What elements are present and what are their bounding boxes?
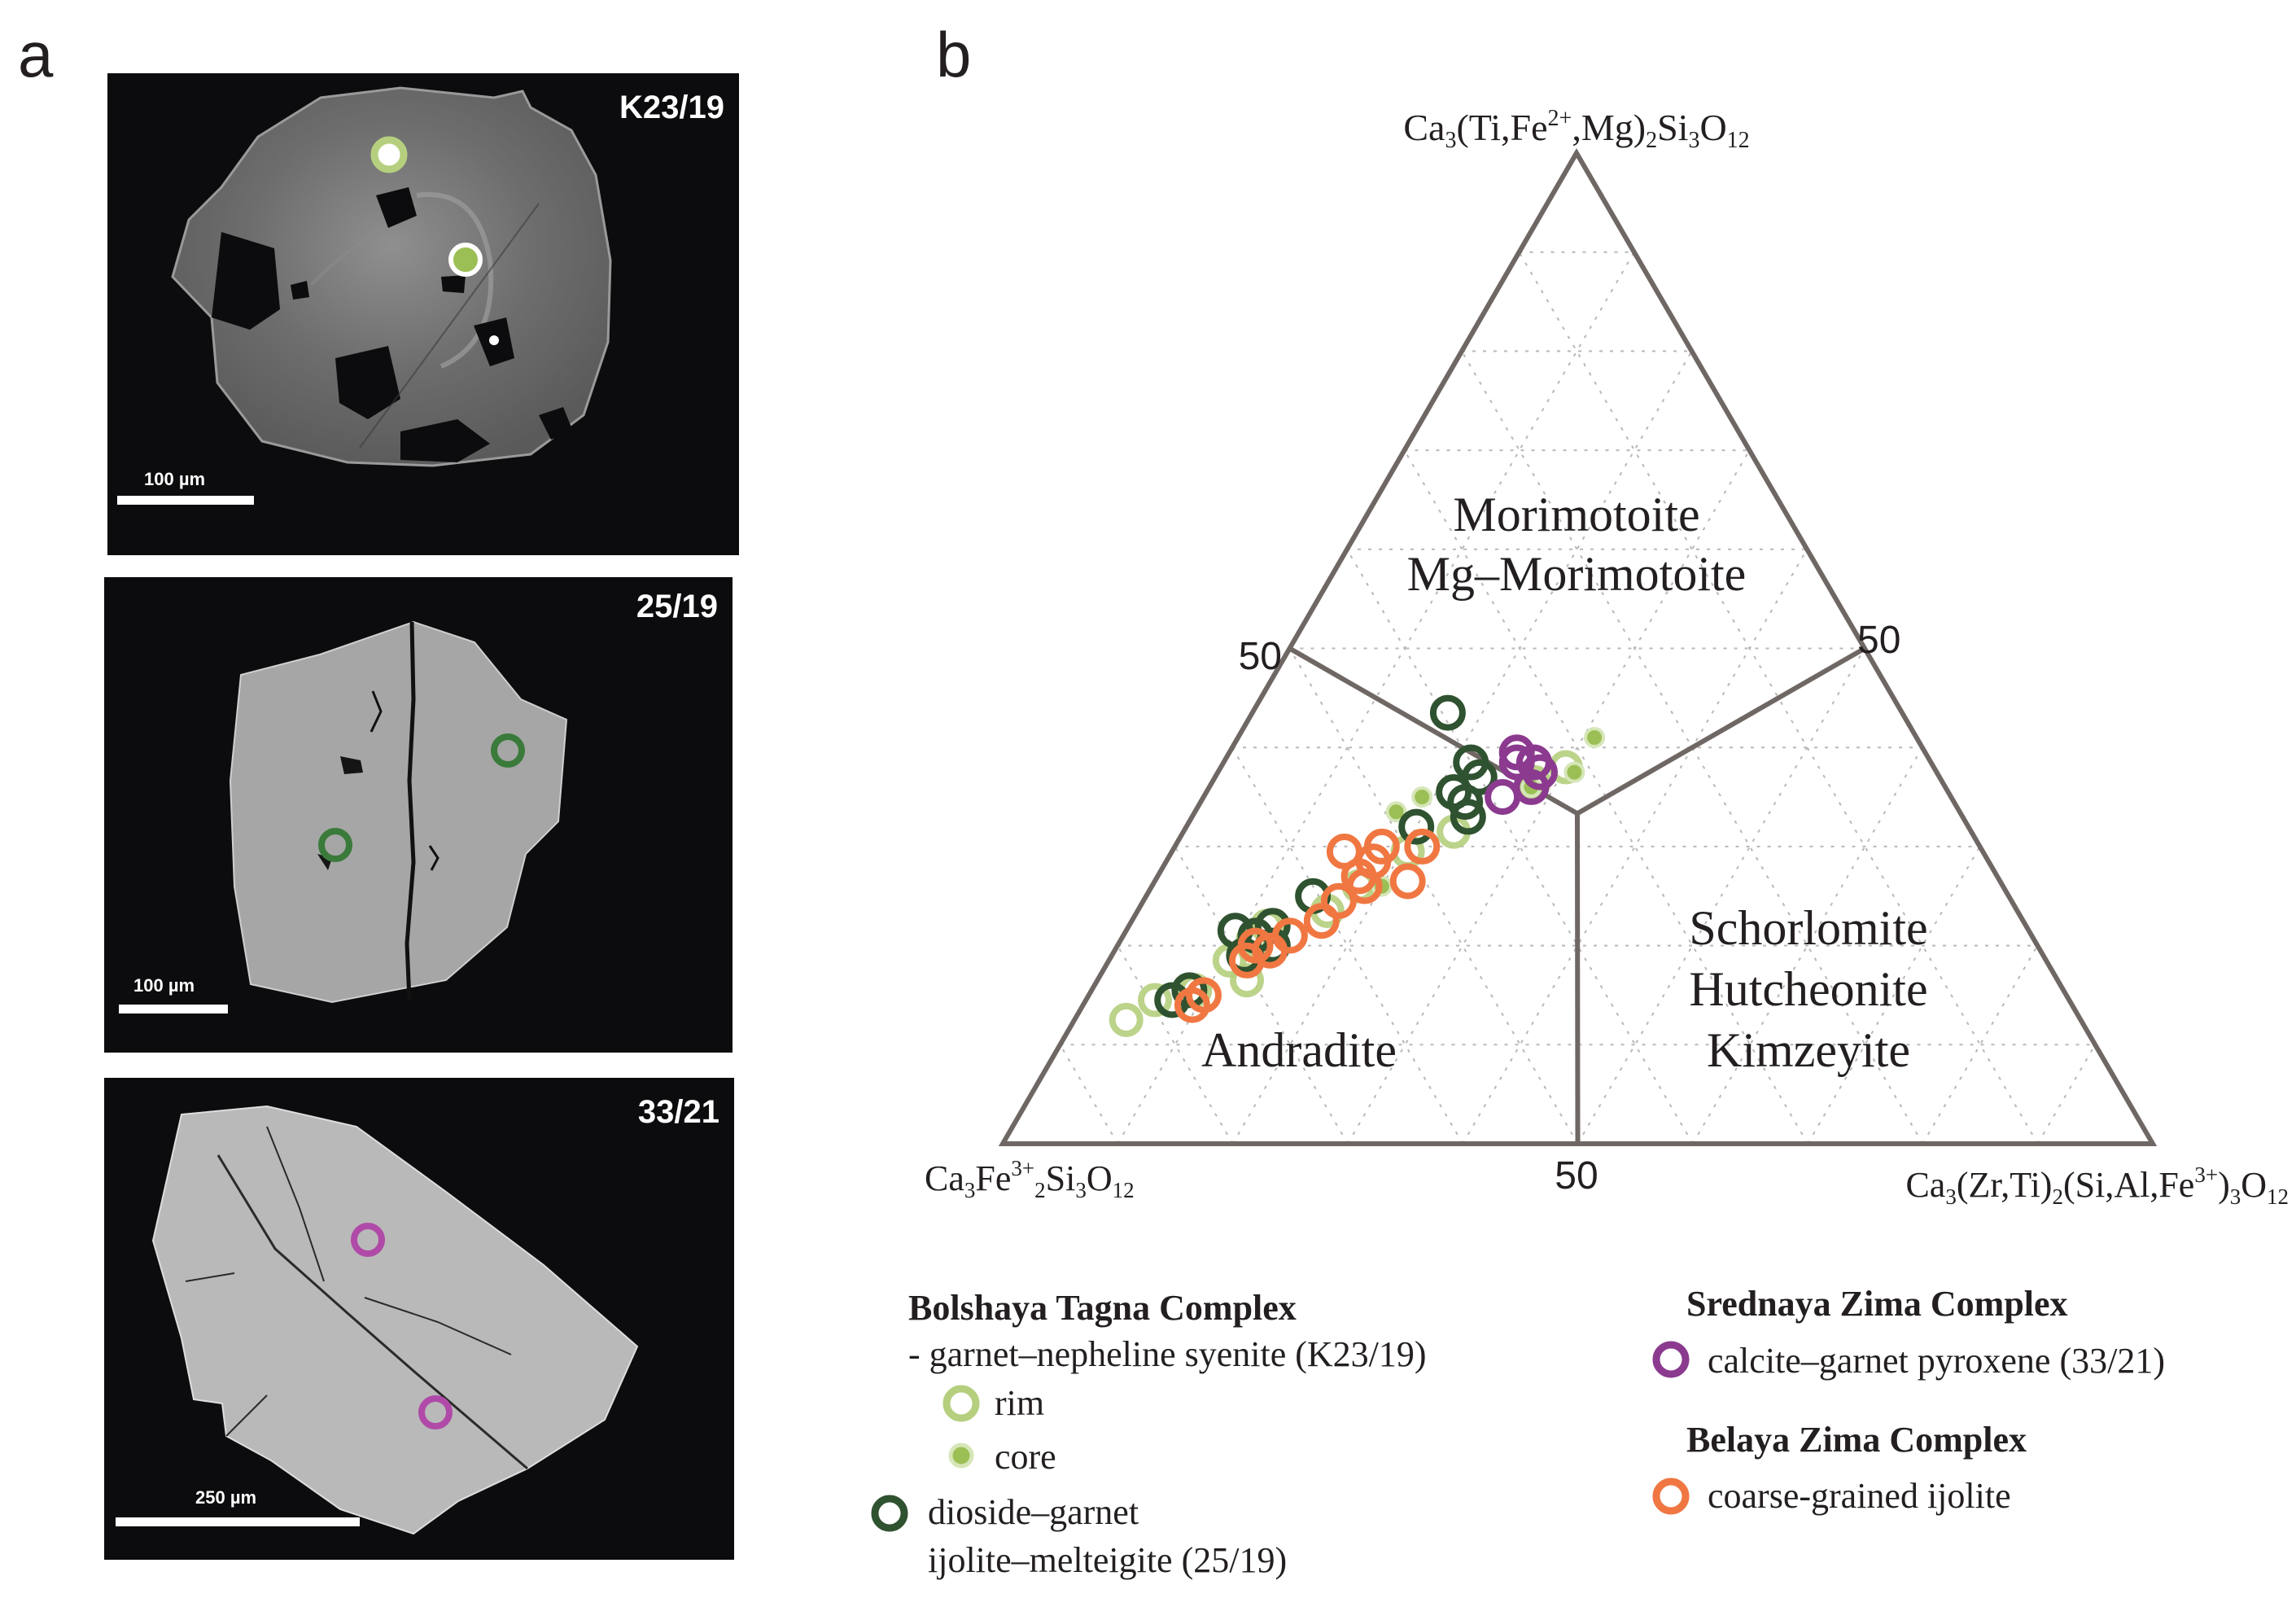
grid-line — [1117, 945, 1234, 1145]
legend-dioside-label-line1: dioside–garnet — [928, 1492, 1139, 1532]
data-points — [1109, 694, 1606, 1037]
tick-label-bottom-50: 50 — [1555, 1154, 1598, 1197]
scale-label: 100 µm — [133, 975, 195, 996]
grid-line — [2036, 1044, 2097, 1145]
field-label-kimzeyite: Kimzeyite — [1707, 1023, 1910, 1077]
panel-b-label: b — [936, 19, 972, 90]
legend-bolshaya-tagna-title: Bolshaya Tagna Complex — [908, 1288, 1297, 1328]
calcite-spot-marker-2 — [418, 1395, 453, 1429]
scale-label: 100 µm — [144, 469, 206, 489]
data-point-calcitegarnet — [1485, 779, 1521, 815]
sem-image-25-19: 25/19 100 µm — [104, 577, 733, 1053]
legend-rim-label: rim — [995, 1383, 1045, 1423]
grid-line — [1403, 449, 1808, 1145]
data-point-core — [1584, 727, 1606, 748]
grain-25-19 — [229, 620, 568, 1004]
legend-belaya-zima-title: Belaya Zima Complex — [1686, 1420, 2027, 1460]
grain-33-21 — [151, 1105, 639, 1535]
data-point-coarsegrained — [1271, 917, 1308, 954]
grid-line — [1462, 549, 1808, 1145]
data-point-calcitegarnet — [1498, 734, 1535, 771]
data-point-core — [1411, 786, 1433, 808]
tick-label-right-50: 50 — [1857, 619, 1900, 662]
legend-dioside-marker — [871, 1495, 908, 1532]
data-point-diosidegarnet — [1429, 694, 1466, 731]
grid-line — [1518, 252, 2039, 1145]
scale-bar — [117, 496, 254, 505]
core-spot-marker — [448, 243, 483, 277]
grid-line — [1807, 846, 1981, 1145]
grain-k23-19 — [171, 86, 612, 467]
data-point-coarsegrained — [1404, 828, 1441, 865]
tick-label-left-50: 50 — [1239, 635, 1282, 678]
grid-line — [1461, 350, 1924, 1145]
grid-line — [1231, 746, 1464, 1145]
data-point-coarsegrained — [1303, 903, 1340, 939]
data-point-diosidegarnet — [1254, 908, 1291, 944]
legend-bolshaya-tagna-subtitle: - garnet–nepheline syenite (K23/19) — [908, 1334, 1427, 1374]
grid-line — [1346, 549, 1694, 1145]
data-point-diosidegarnet — [1436, 774, 1472, 810]
data-point-coarsegrained — [1186, 977, 1222, 1014]
data-point-coarsegrained — [1389, 863, 1426, 900]
field-boundary — [1576, 646, 1866, 816]
data-point-coarsegrained — [1363, 828, 1400, 865]
legend-dioside-label-line2: ijolite–melteigite (25/19) — [928, 1540, 1288, 1580]
data-point-coarsegrained — [1320, 882, 1357, 919]
scale-bar — [116, 1517, 360, 1526]
sample-label: 33/21 — [637, 1094, 719, 1130]
apex-label-top: Ca3(Ti,Fe2+,Mg)2Si3O12 — [1403, 106, 1749, 153]
calcite-spot-marker-1 — [351, 1223, 385, 1257]
legend-calcite-marker — [1652, 1341, 1690, 1378]
legend-rim-marker — [942, 1385, 980, 1422]
dioside-spot-marker-1 — [491, 733, 525, 768]
field-label-morimotoite: Morimotoite — [1453, 488, 1699, 541]
grid-line — [1347, 449, 1751, 1145]
rim-spot-marker — [370, 136, 408, 173]
data-point-core — [1385, 801, 1407, 823]
legend-core-label: core — [995, 1437, 1056, 1477]
grid-line — [1174, 846, 1349, 1145]
data-point-rim — [1109, 1002, 1144, 1037]
scale-bar — [119, 1005, 228, 1014]
apex-label-left: Ca3Fe3+2Si3O12 — [925, 1156, 1135, 1202]
grid-line — [1691, 746, 1923, 1145]
sem-image-k23-19: K23/19 100 µm — [107, 73, 739, 555]
field-label-andradite: Andradite — [1201, 1023, 1397, 1077]
legend-core-marker — [948, 1443, 974, 1469]
field-label-schorlomite: Schorlomite — [1689, 901, 1927, 955]
data-point-core — [1563, 761, 1585, 783]
legend-ijolite-marker — [1652, 1478, 1690, 1515]
sem-image-33-21: 33/21 250 µm — [104, 1078, 734, 1560]
field-label-hutcheonite: Hutcheonite — [1689, 962, 1927, 1016]
field-boundary — [1575, 813, 1581, 1145]
sample-label: 25/19 — [636, 589, 718, 624]
data-point-coarsegrained — [1326, 834, 1362, 869]
scale-label: 250 µm — [195, 1487, 257, 1508]
legend-srednaya-zima-title: Srednaya Zima Complex — [1686, 1284, 2068, 1324]
data-point-diosidegarnet — [1398, 808, 1435, 845]
grid-line — [1059, 1044, 1119, 1145]
sample-label: K23/19 — [619, 90, 724, 125]
grid-line — [1922, 945, 2039, 1145]
legend-ijolite-label: coarse-grained ijolite — [1708, 1476, 2011, 1516]
dioside-spot-marker-2 — [318, 828, 352, 862]
apex-label-right: Ca3(Zr,Ti)2(Si,Al,Fe3+)3O12 — [1905, 1162, 2289, 1209]
field-label-mg-morimotoite: Mg–Morimotoite — [1407, 547, 1747, 601]
panel-a-label: a — [18, 19, 54, 90]
grid-line — [1288, 647, 1579, 1145]
grid-line — [1577, 647, 1865, 1145]
legend-calcite-label: calcite–garnet pyroxene (33/21) — [1708, 1341, 2165, 1381]
data-point-coarsegrained — [1237, 927, 1274, 964]
data-point-diosidegarnet — [1453, 744, 1489, 781]
